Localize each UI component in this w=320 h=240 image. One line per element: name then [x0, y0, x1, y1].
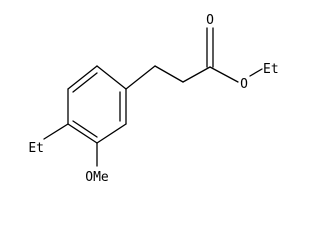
- benzene-ring: [67, 65, 127, 144]
- bond-ring-ethyl: [43, 123, 69, 140]
- bond-ch2-ch2: [154, 65, 184, 83]
- chemical-structure-diagram: O O Et Et OMe: [28, 13, 279, 185]
- ring-bond-c4-c5: [67, 123, 98, 144]
- ring-double-bond-c2-c3: [72, 72, 98, 93]
- ring-ethyl-label: Et: [28, 141, 44, 156]
- ester-ethyl-label: Et: [263, 62, 279, 77]
- bond-ring-ch2: [125, 65, 156, 90]
- bond-carbonyl-ester-oxygen: [209, 66, 239, 83]
- ring-bond-c2-c3: [67, 65, 98, 90]
- carbonyl-oxygen-label: O: [206, 13, 214, 28]
- methoxy-label: OMe: [85, 170, 109, 185]
- ring-double-bond-c4-c5: [72, 120, 98, 138]
- ester-oxygen-label: O: [240, 77, 248, 92]
- bond-ch2-carbonyl: [182, 66, 211, 83]
- ring-bond-c1-c2: [96, 65, 127, 90]
- ring-substituents: [43, 123, 98, 167]
- ester-side-chain: [125, 27, 263, 90]
- bond-ester-oxygen-ethyl: [249, 68, 263, 77]
- ring-bond-c5-c6: [96, 123, 127, 144]
